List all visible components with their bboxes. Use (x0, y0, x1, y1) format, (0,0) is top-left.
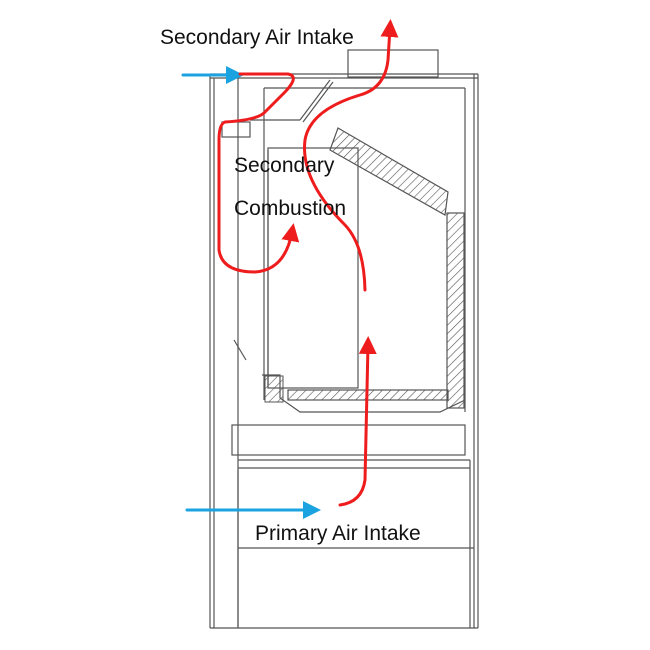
secondary-air-intake-label: Secondary Air Intake (160, 26, 354, 49)
primary-air-intake-label: Primary Air Intake (255, 522, 421, 545)
rear-firebrick (446, 212, 465, 409)
air-flow-arrows (181, 66, 321, 519)
primary-combustion-flow-arrow (338, 336, 377, 507)
baffle-plate (329, 127, 449, 216)
secondary-combustion-label-line1: Secondary (234, 154, 335, 177)
secondary-combustion-flow-arrow (217, 72, 300, 274)
flame-flow-arrows (217, 19, 399, 507)
flue-gas-flow-arrow (303, 19, 399, 292)
side-firebrick (264, 375, 284, 403)
secondary-combustion-label-line2: Combustion (234, 197, 347, 220)
